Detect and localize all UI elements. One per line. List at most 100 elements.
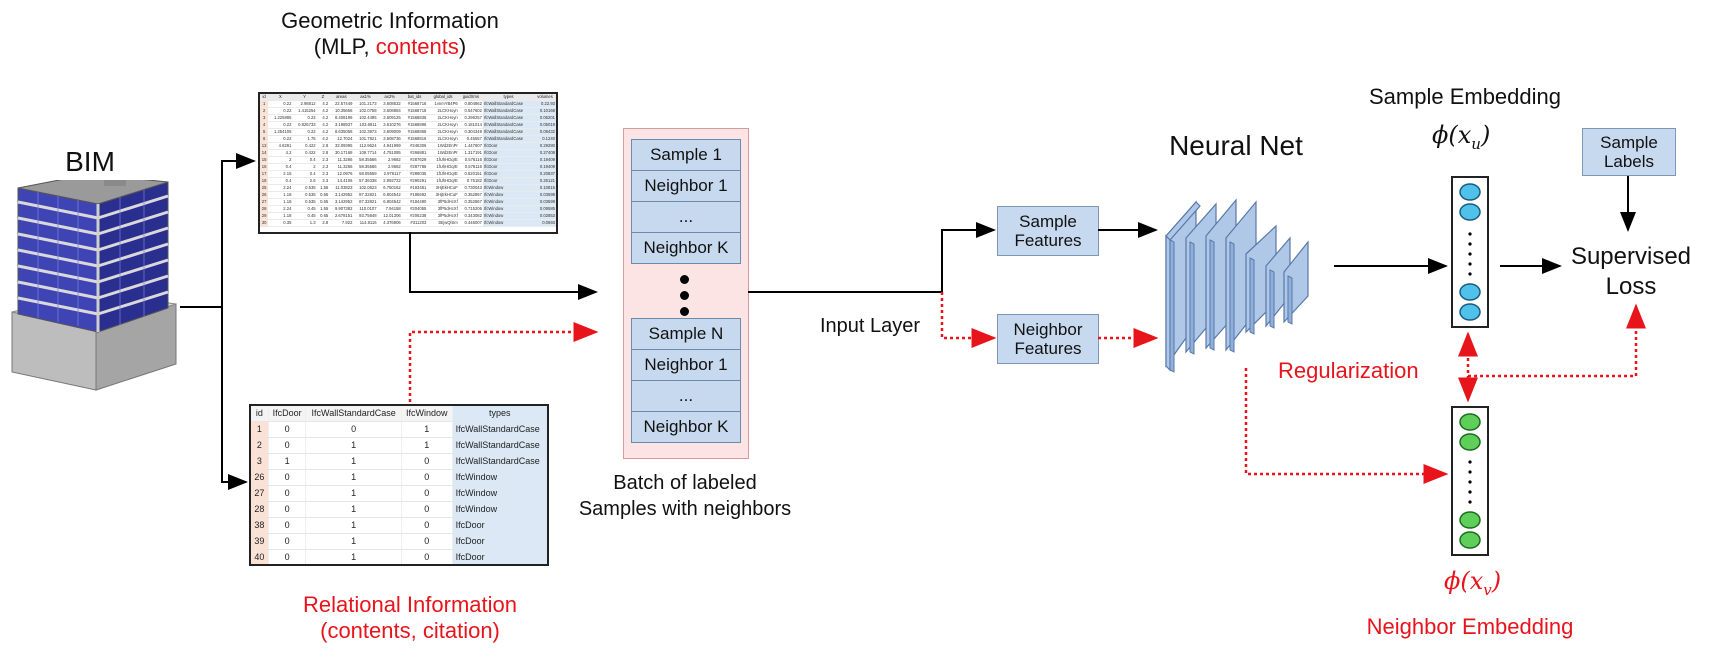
geometric-table-cell: 0.0693 bbox=[534, 219, 556, 227]
geometric-table-cell: 3.609009 bbox=[377, 128, 402, 136]
geometric-table-cell: 4.2 bbox=[316, 128, 330, 136]
geometric-table-cell: #1568716 bbox=[401, 100, 428, 108]
geometric-table-cell: 2LCKHoyn bbox=[427, 135, 459, 143]
geometric-table-cell: 3.608736 bbox=[377, 135, 402, 143]
geometric-table-cell: 2LCKHoyn bbox=[427, 121, 459, 129]
phi-xu-label: ϕ(xu) bbox=[1432, 120, 1490, 159]
geometric-table-cell: #290291 bbox=[401, 177, 428, 185]
geometric-table-cell: Y bbox=[292, 94, 317, 101]
geometric-table-cell: IfcWindow bbox=[482, 198, 535, 206]
geometric-info-title-line2: (MLP, contents) bbox=[250, 34, 530, 60]
geometric-table-cell: 10.35656 bbox=[329, 107, 354, 115]
geometric-table-cell: 1.55 bbox=[316, 184, 330, 192]
relational-table-cell: 0 bbox=[268, 469, 307, 486]
relational-table-cell: IfcWindow bbox=[452, 469, 547, 486]
geometric-table-cell: 0.29280 bbox=[534, 142, 556, 150]
relational-table-cell: IfcWindow bbox=[452, 501, 547, 518]
geometric-table-cell: 0.304349 bbox=[458, 128, 483, 136]
geometric-table-cell: 3.608532 bbox=[377, 100, 402, 108]
geo-title-contents: contents bbox=[375, 34, 459, 59]
neural-net-layers-image bbox=[1165, 198, 1309, 373]
geometric-table-cell: IfcWindow bbox=[482, 212, 535, 220]
geometric-table-cell: 0.352867 bbox=[458, 191, 483, 199]
geometric-table-cell: 0.547602 bbox=[458, 107, 483, 115]
geometric-table-cell: 4.2 bbox=[316, 121, 330, 129]
geometric-info-title-line1: Geometric Information bbox=[281, 8, 499, 33]
geometric-table-cell: 1vnmYB4P6 bbox=[427, 100, 459, 108]
geometric-table-cell: #287629 bbox=[401, 156, 428, 164]
geometric-table-cell: 0.03599 bbox=[534, 191, 556, 199]
geometric-table-cell: 7.94158 bbox=[377, 205, 402, 213]
geometric-table-cell: #1568896 bbox=[401, 121, 428, 129]
geometric-table-cell: IfcWallStandardCase bbox=[482, 107, 535, 115]
geometric-table-cell: 26 bbox=[260, 191, 269, 199]
relational-table-cell: IfcDoor bbox=[452, 517, 547, 534]
sample-features-line1: Sample bbox=[1019, 212, 1077, 231]
geometric-table-cell: 0.535 bbox=[292, 184, 317, 192]
geometric-table-cell: 2LCKHoyn bbox=[427, 114, 459, 122]
geometric-table-cell: 1.18 bbox=[268, 198, 293, 206]
geometric-table-cell: 1.447607 bbox=[458, 142, 483, 150]
relational-table-cell: 0 bbox=[401, 533, 453, 550]
geometric-table-cell: 1.18 bbox=[268, 191, 293, 199]
sample-labels-line2: Labels bbox=[1603, 152, 1655, 171]
geometric-table-cell: 33.09395 bbox=[329, 142, 354, 150]
geometric-table-cell: types bbox=[482, 94, 535, 101]
geometric-table-cell: 1.18 bbox=[268, 212, 293, 220]
relational-table-cell: IfcWallStandardCase bbox=[452, 421, 547, 438]
geometric-table-cell: 1.76 bbox=[292, 135, 317, 143]
geometric-table-cell: 2.24 bbox=[268, 184, 293, 192]
geometric-table-cell: 1.415254 bbox=[292, 107, 317, 115]
input-layer-label: Input Layer bbox=[820, 315, 921, 337]
geometric-table-cell: IfcWallStandardCase bbox=[482, 121, 535, 129]
batch-item-neighbor-1: Neighbor 1 bbox=[631, 170, 741, 202]
geometric-table-cell: IfcWindow bbox=[482, 184, 535, 192]
arrow-bim-to-geometric bbox=[180, 153, 256, 308]
geometric-table-cell: 109.7714 bbox=[353, 149, 378, 157]
geometric-table-cell: 0.22 bbox=[292, 128, 317, 136]
geometric-table-cell: 3.198937 bbox=[329, 121, 354, 129]
geometric-table-cell: 0.1240 bbox=[534, 135, 556, 143]
geometric-table-cell: 1.3 bbox=[292, 219, 317, 227]
relational-info-title-line1: Relational Information bbox=[302, 592, 517, 617]
geometric-table-cell: 3HjEkHCuF bbox=[427, 184, 459, 192]
geometric-table-cell: 27 bbox=[260, 198, 269, 206]
arrow-bim-to-relational bbox=[221, 307, 248, 490]
geometric-table-cell: 2LCKHoyn bbox=[427, 107, 459, 115]
relational-table-cell: 38 bbox=[251, 517, 269, 534]
geometric-table-cell: #1568858 bbox=[401, 128, 428, 136]
relational-table-cell: 0 bbox=[268, 421, 307, 438]
geometric-table-cell: 0.25121 bbox=[534, 177, 556, 185]
relational-table-cell: types bbox=[452, 406, 547, 422]
geometric-table-cell: 0.10815 bbox=[534, 184, 556, 192]
relational-table-cell: 0 bbox=[268, 533, 307, 550]
relational-table-cell: 0 bbox=[268, 549, 307, 564]
geometric-table-cell: 0.22.93 bbox=[534, 100, 556, 108]
geometric-table-cell: 3HjEkHCuF bbox=[427, 191, 459, 199]
geometric-table-cell: #266881 bbox=[401, 149, 428, 157]
geometric-table-cell: 2.678151 bbox=[329, 212, 354, 220]
geometric-table-cell: 4.751085 bbox=[377, 149, 402, 157]
geometric-table-cell: 0.22 bbox=[268, 121, 293, 129]
geometric-table-cell: 25 bbox=[260, 184, 269, 192]
geometric-table-cell: 0.22 bbox=[268, 135, 293, 143]
relational-table-cell: 0 bbox=[268, 501, 307, 518]
batch-container: Sample 1 Neighbor 1 ... Neighbor K Sampl… bbox=[623, 128, 749, 459]
arrow-net-to-neighbor-embedding bbox=[1244, 368, 1449, 484]
phi-xv-text: ϕ(x bbox=[1444, 567, 1484, 595]
geometric-table-cell: 2 bbox=[292, 163, 317, 171]
geometric-table-cell: IfcDoor bbox=[482, 170, 535, 178]
geometric-table-cell: 4 bbox=[260, 121, 269, 129]
geometric-table-cell: Z bbox=[316, 94, 330, 101]
geometric-table-cell: IfcWallStandardCase bbox=[482, 100, 535, 108]
relational-table-cell: 3 bbox=[251, 453, 269, 470]
batch-item-ellipsis: ... bbox=[631, 201, 741, 233]
